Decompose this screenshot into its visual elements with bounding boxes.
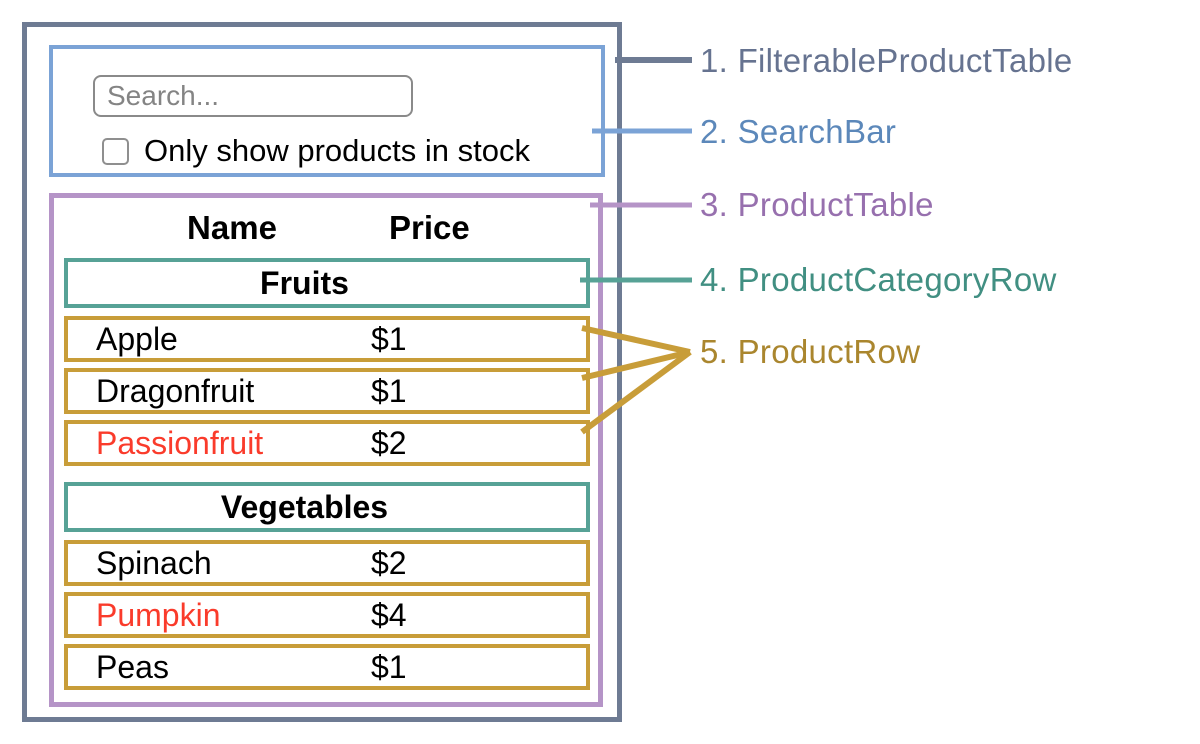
column-header-name: Name — [187, 209, 277, 246]
product-row-dragonfruit: Dragonfruit $1 — [64, 368, 590, 414]
product-row-peas: Peas $1 — [64, 644, 590, 690]
legend-label-product-category-row: 4. ProductCategoryRow — [700, 261, 1057, 298]
product-price: $4 — [371, 597, 407, 633]
product-row-apple: Apple $1 — [64, 316, 590, 362]
product-price: $1 — [371, 373, 407, 409]
product-name: Passionfruit — [96, 425, 264, 461]
filterable-product-table-box: Only show products in stock Name Price F… — [22, 22, 622, 722]
product-price: $2 — [371, 425, 407, 461]
in-stock-checkbox[interactable] — [102, 137, 129, 165]
product-name: Spinach — [96, 545, 212, 581]
legend-label-search-bar: 2. SearchBar — [700, 113, 897, 150]
legend-label-product-table: 3. ProductTable — [700, 186, 934, 223]
product-name: Dragonfruit — [96, 373, 255, 409]
in-stock-checkbox-label: Only show products in stock — [144, 133, 530, 168]
legend-label-filterable-product-table: 1. FilterableProductTable — [700, 42, 1073, 79]
stock-filter-row[interactable]: Only show products in stock — [102, 133, 530, 168]
legend-label-product-row: 5. ProductRow — [700, 333, 921, 370]
product-row-passionfruit: Passionfruit $2 — [64, 420, 590, 466]
product-table-box: Name Price Fruits Apple $1 Dragonfruit $… — [49, 193, 603, 707]
product-price: $1 — [371, 649, 407, 685]
category-row-vegetables: Vegetables — [64, 482, 590, 532]
product-name: Pumpkin — [96, 597, 221, 633]
table-header-row: Name Price — [54, 208, 598, 248]
product-name: Apple — [96, 321, 178, 357]
column-header-price: Price — [389, 209, 470, 246]
product-name: Peas — [96, 649, 169, 685]
category-row-fruits: Fruits — [64, 258, 590, 308]
product-row-pumpkin: Pumpkin $4 — [64, 592, 590, 638]
search-bar-box: Only show products in stock — [49, 45, 605, 177]
search-input[interactable] — [93, 75, 413, 117]
product-price: $2 — [371, 545, 407, 581]
product-row-spinach: Spinach $2 — [64, 540, 590, 586]
category-label: Fruits — [260, 265, 349, 301]
product-price: $1 — [371, 321, 407, 357]
category-label: Vegetables — [220, 489, 389, 525]
